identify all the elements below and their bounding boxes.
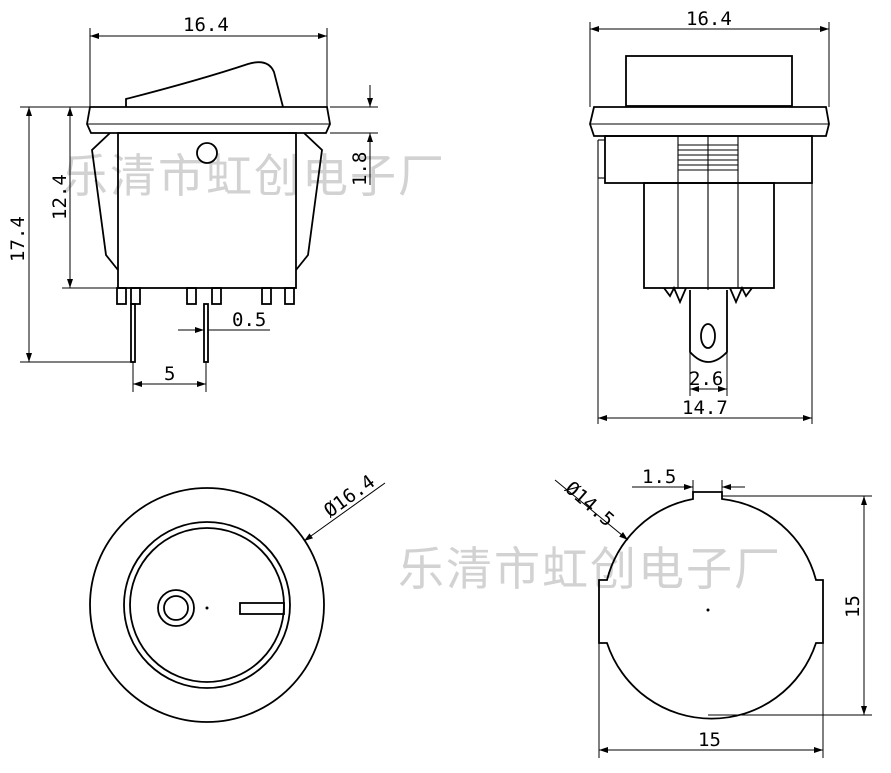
dim-body-height: 12.4: [49, 174, 71, 220]
front-dimensions: 16.4 17.4 12.4 1.8 0.5 5: [7, 14, 378, 392]
top-rocker-face: [129, 527, 285, 683]
dim-flange-thickness: 1.8: [349, 152, 371, 186]
side-lower-body: [643, 182, 775, 289]
watermark-bottom: 乐清市虹创电子厂: [398, 542, 782, 596]
dim-front-width: 16.4: [183, 14, 229, 36]
dim-pin-pitch: 5: [164, 363, 175, 385]
dim-cutout-height: 15: [842, 595, 864, 618]
dim-cutout-width: 15: [698, 729, 721, 751]
dim-terminal-width: 2.6: [689, 368, 723, 390]
front-indicator-hole: [196, 142, 218, 164]
top-dimensions: Ø16.4: [303, 471, 386, 542]
dim-cutout-diameter: Ø14.5: [561, 477, 619, 531]
dim-pin-thickness: 0.5: [232, 309, 266, 331]
top-indicator-ring: [157, 589, 195, 627]
top-indicator-lens: [163, 595, 189, 621]
front-body: [117, 132, 297, 289]
front-right-clip: [295, 132, 323, 271]
watermark-top: 乐清市虹创电子厂: [62, 149, 446, 203]
cutout-outline: [598, 491, 824, 720]
side-terminal-hole: [700, 323, 716, 349]
top-bezel-outer: [89, 487, 325, 723]
front-pin-left: [130, 303, 136, 363]
dim-total-height: 17.4: [7, 216, 29, 262]
side-rocker: [625, 55, 793, 107]
front-flange: [86, 106, 331, 134]
top-view: [89, 487, 325, 723]
top-marker-bar: [239, 602, 285, 615]
cutout-view: [598, 491, 824, 720]
dim-side-body-width: 14.7: [682, 397, 728, 419]
dim-key-width: 1.5: [642, 466, 676, 488]
side-dimensions: 16.4 2.6 14.7: [589, 8, 830, 424]
top-bezel-inner: [123, 521, 291, 689]
front-rocker: [125, 61, 284, 108]
side-terminal: [689, 290, 728, 363]
dim-bezel-diameter: Ø16.4: [320, 471, 379, 522]
front-view: [86, 61, 331, 363]
side-view: [589, 55, 830, 363]
cutout-dimensions: Ø14.5 1.5 15 15: [554, 466, 872, 758]
side-flange: [589, 106, 830, 137]
front-pin-middle: [203, 303, 209, 363]
dim-side-width: 16.4: [686, 8, 732, 30]
front-left-clip: [91, 132, 119, 271]
